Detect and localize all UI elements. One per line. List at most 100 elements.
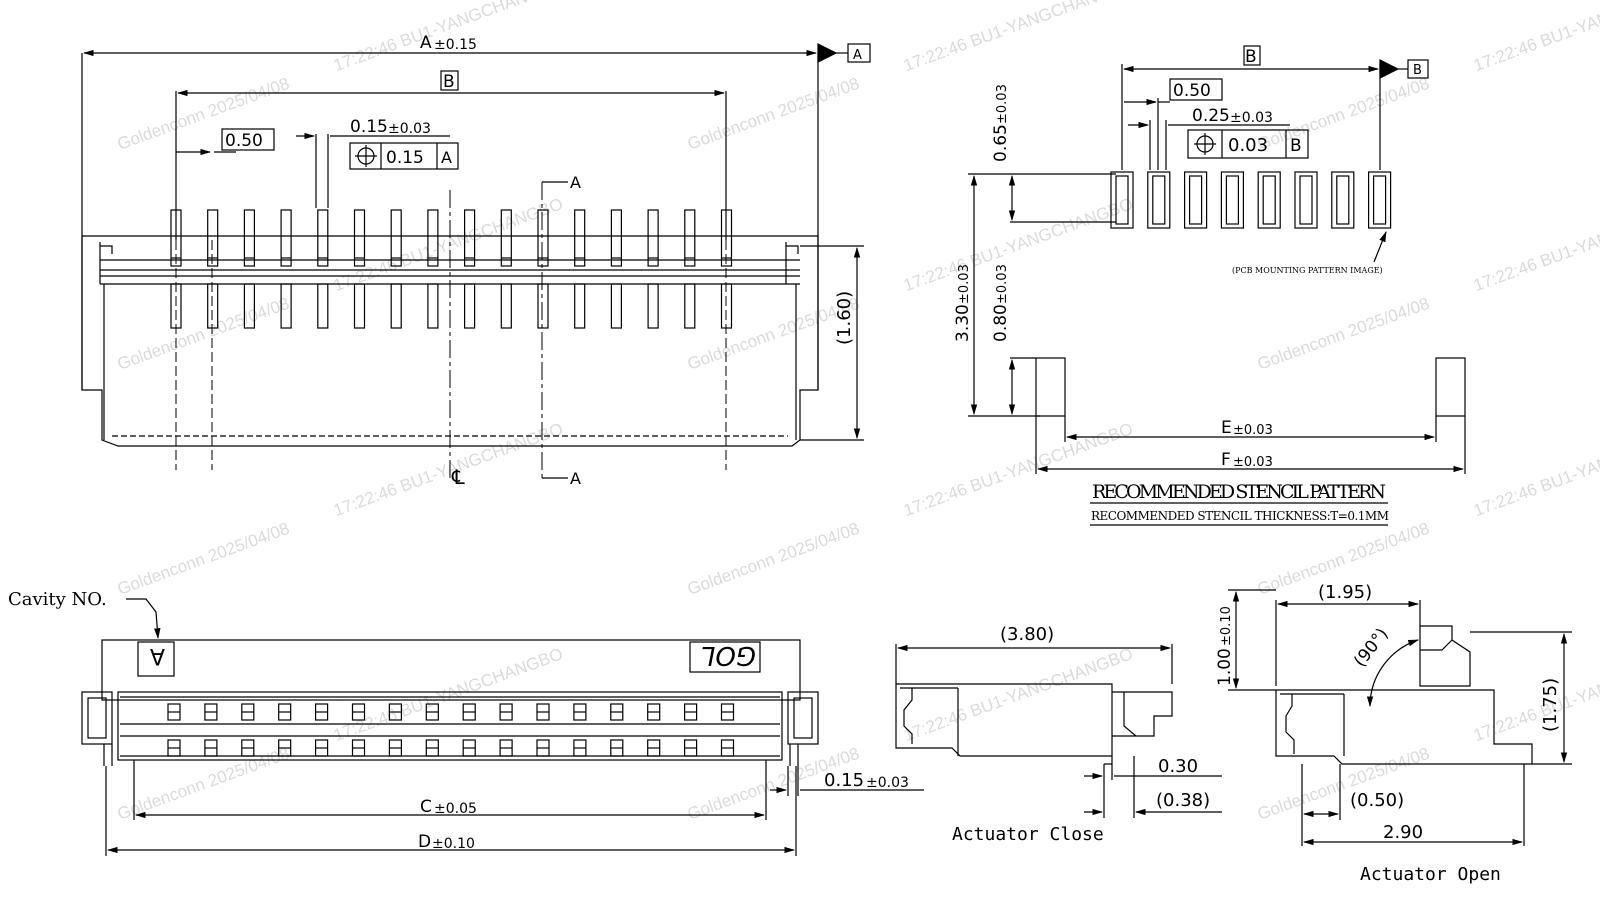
open-angle-label: (90°) [1350, 625, 1392, 672]
total-length-tol: ±0.03 [957, 264, 972, 304]
watermark-company: Goldenconn 2025/04/08 [115, 519, 292, 599]
watermark-time-user: 17:22:46 BU1-YANGCHANGBO [331, 419, 565, 520]
close-length-label: (3.80) [1000, 624, 1054, 645]
watermark-company: Goldenconn 2025/04/08 [685, 519, 862, 599]
bottom-pin [574, 283, 586, 329]
bottom-pin [464, 283, 476, 329]
dim-f-label: F [1221, 450, 1231, 470]
watermark-company: Goldenconn 2025/04/08 [1255, 74, 1432, 154]
housing-logo: GOL [701, 640, 756, 670]
watermark-time-user: 17:22:46 BU1-YANGCHANGBO [1471, 644, 1600, 745]
pcb-pad [1220, 171, 1245, 229]
pcb-pad-inner [1299, 175, 1313, 225]
watermark-time-user: 17:22:46 BU1-YANGCHANGBO [1471, 194, 1600, 295]
bottom-pin [684, 283, 696, 329]
centerline-mark: ℄ [451, 465, 465, 489]
side-view-open [1228, 589, 1572, 846]
open-height-label: 1.00 [1215, 648, 1235, 686]
pad-length-tol: ±0.03 [995, 84, 1010, 124]
top-pin [207, 209, 219, 267]
bottom-pin [500, 283, 512, 329]
pcb-pitch-label: 0.50 [1173, 81, 1211, 101]
dim-b-label: B [443, 72, 455, 92]
dim-a-label: A [420, 33, 432, 53]
pcb-pad-inner [1188, 175, 1203, 225]
open-width-label: (1.95) [1318, 582, 1372, 603]
top-pin [720, 209, 733, 267]
pcb-pad [1257, 171, 1281, 229]
gap-label: 0.15 [824, 770, 864, 791]
caption-actuator-close: Actuator Close [952, 824, 1104, 845]
top-pin [500, 209, 512, 267]
pin-width-label: 0.15 [350, 117, 388, 137]
watermark-time-user: 17:22:46 BU1-YANGCHANGBO [1471, 0, 1600, 75]
top-pin [243, 209, 255, 267]
pcb-pattern [968, 45, 1466, 526]
pcb-pad [1147, 171, 1171, 229]
top-view-labels: A ±0.15 A B 0.50 0.15 ±0.03 0.15 A A A ℄… [225, 33, 862, 489]
height-ref-label: (1.60) [834, 291, 855, 345]
mount-pad-length-tol: ±0.03 [995, 264, 1010, 304]
pad-width-tol: ±0.03 [1230, 110, 1273, 126]
top-pin [537, 209, 549, 267]
pin-width-tol: ±0.03 [388, 121, 431, 137]
open-depth-label: 2.90 [1383, 822, 1423, 843]
bottom-pin [280, 283, 292, 329]
top-pin [390, 209, 402, 267]
pcb-position-tol-value: 0.03 [1228, 135, 1268, 156]
close-lead-ref-label: (0.38) [1156, 790, 1210, 811]
watermark-time-user: 17:22:46 BU1-YANGCHANGBO [901, 644, 1135, 745]
watermark-company: Goldenconn 2025/04/08 [685, 74, 862, 154]
dim-e-label: E [1221, 418, 1232, 438]
position-tol-value: 0.15 [386, 148, 424, 168]
top-view [81, 43, 871, 482]
bottom-pin [647, 283, 659, 329]
top-view-pins [170, 209, 733, 329]
open-height-ref-label: (1.75) [1540, 678, 1561, 732]
watermark-stamp: Goldenconn 2025/04/08 17:22:46 BU1-YANGCH… [1255, 194, 1600, 373]
top-pin [684, 209, 696, 267]
top-pin [317, 209, 329, 267]
pcb-pad-inner [1372, 175, 1387, 225]
front-view-labels: Cavity NO. A GOL C ±0.05 D ±0.10 0.15 ±0… [8, 589, 909, 852]
pcb-pad [1367, 171, 1392, 229]
dim-d-label: D [418, 832, 431, 852]
watermark-time-user: 17:22:46 BU1-YANGCHANGBO [331, 644, 565, 745]
front-view [81, 598, 924, 856]
open-offset-label: (0.50) [1350, 790, 1404, 811]
watermark-company: Goldenconn 2025/04/08 [1255, 294, 1432, 374]
bottom-pin [427, 283, 439, 329]
pad-length-label: 0.65 [991, 124, 1011, 162]
side-view-close-labels: (3.80) 0.30 (0.38) Actuator Close [952, 624, 1210, 845]
dim-a-tol: ±0.15 [434, 37, 477, 53]
pcb-dim-b-label: B [1245, 47, 1257, 67]
open-height-tol: ±0.10 [1219, 606, 1234, 646]
front-view-contacts [167, 703, 735, 757]
bottom-pin [243, 283, 255, 329]
dim-c-label: C [420, 797, 432, 817]
top-pin [280, 209, 292, 267]
pcb-pad-inner [1336, 175, 1350, 225]
top-pin [647, 209, 659, 267]
pcb-position-tol-datum: B [1290, 136, 1302, 156]
pcb-pad [1183, 171, 1208, 229]
pcb-pad [1331, 171, 1355, 229]
stencil-title: RECOMMENDED STENCIL PATTERN [1092, 481, 1386, 503]
pcb-datum-b-label: B [1413, 63, 1422, 78]
pcb-pad-inner [1225, 175, 1240, 225]
bottom-pin [537, 283, 549, 329]
bottom-pin [390, 283, 402, 329]
pcb-image-note: (PCB MOUNTING PATTERN IMAGE) [1232, 266, 1383, 275]
top-pin [353, 209, 366, 267]
section-label-bottom: A [570, 469, 581, 488]
watermark-time-user: 17:22:46 BU1-YANGCHANGBO [901, 194, 1135, 295]
pcb-pattern-labels: B B 0.50 0.25 ±0.03 0.03 B 0.65 ±0.03 3.… [953, 47, 1422, 523]
watermark-company: Goldenconn 2025/04/08 [115, 294, 292, 374]
cavity-mark: A [150, 643, 165, 668]
watermark-time-user: 17:22:46 BU1-YANGCHANGBO [331, 194, 565, 295]
pcb-pad [1294, 171, 1318, 229]
bottom-pin [170, 283, 182, 329]
